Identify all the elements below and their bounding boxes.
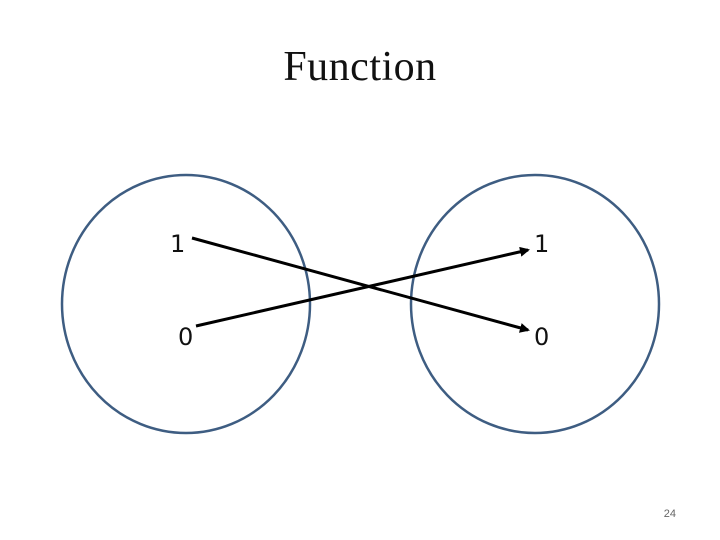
codomain-set-circle xyxy=(409,173,661,435)
domain-set-circle xyxy=(60,173,312,435)
mapping-arrow-0-to-1 xyxy=(195,246,530,328)
codomain-element-0: 0 xyxy=(534,323,549,351)
codomain-element-1: 1 xyxy=(534,230,549,258)
domain-element-0: 0 xyxy=(178,323,193,351)
mapping-arrow-1-to-0 xyxy=(191,236,530,333)
slide-title: Function xyxy=(283,44,437,90)
domain-element-1: 1 xyxy=(170,230,185,258)
page-number: 24 xyxy=(663,508,676,520)
